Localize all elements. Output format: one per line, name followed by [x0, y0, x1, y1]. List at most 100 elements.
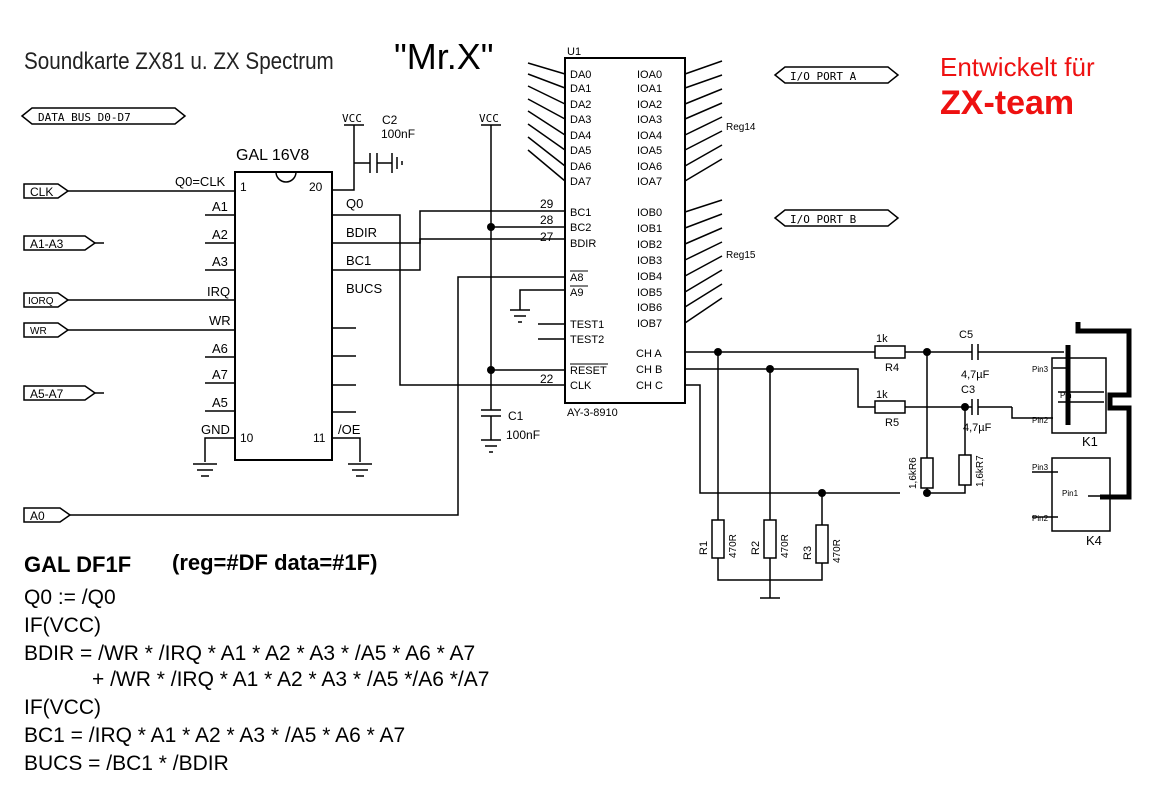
model-name: "Mr.X" — [394, 36, 494, 77]
k1-label: K1 — [1082, 434, 1098, 449]
ay-ref: U1 — [567, 46, 581, 58]
ay-pin-da1: DA1 — [570, 83, 591, 95]
gal-chip — [234, 171, 333, 461]
k1-connector — [1051, 357, 1107, 434]
r2-value: 470R — [780, 534, 791, 558]
ay-pin-iob7: IOB7 — [637, 318, 662, 330]
ay-pin-a8: A8 — [570, 272, 583, 284]
k4-pin1-label: Pin1 — [1062, 489, 1079, 498]
c1-value: 100nF — [506, 428, 540, 442]
equation-line: BDIR = /WR * /IRQ * A1 * A2 * A3 * /A5 *… — [24, 642, 476, 665]
a1-a3-label: A1-A3 — [30, 237, 64, 251]
r1-ref: R1 — [698, 541, 710, 555]
ay-pin-a9: A9 — [570, 287, 583, 299]
a5-a7-label: A5-A7 — [30, 387, 64, 401]
gal-pin-a3: A3 — [212, 254, 228, 269]
io-port-b-tag — [773, 209, 900, 227]
vcc-label-2: VCC — [479, 112, 499, 125]
equation-line: IF(VCC) — [24, 696, 101, 719]
clk-label: CLK — [30, 185, 53, 199]
gal-pin-irq: IRQ — [207, 284, 230, 299]
ay-pin-da2: DA2 — [570, 99, 591, 111]
k1-pin2-label: Pin2 — [1032, 416, 1049, 425]
ay-pin-bdir: BDIR — [570, 238, 596, 250]
ay-3-8910-chip — [564, 57, 686, 404]
ay-pin-da6: DA6 — [570, 161, 591, 173]
r6-label: 1,6kR6 — [908, 457, 919, 489]
gal-pin-q0-clk: Q0=CLK — [175, 174, 226, 189]
ay-ch-b: CH B — [636, 364, 662, 376]
ay-pin-iob0: IOB0 — [637, 207, 662, 219]
ay-ch-a: CH A — [636, 348, 662, 360]
ay-pin-reset: RESET — [570, 365, 607, 377]
k1-pin-label: Pin — [1060, 391, 1072, 400]
gal-pin-gnd: GND — [201, 422, 230, 437]
a5-a7-tag — [23, 385, 97, 401]
r4-ref: R4 — [885, 362, 899, 374]
r2-ref: R2 — [750, 541, 762, 555]
r1-value: 470R — [728, 534, 739, 558]
r5-ref: R5 — [885, 417, 899, 429]
reg15-label: Reg15 — [726, 250, 756, 261]
ay-pin-num-28: 28 — [540, 213, 554, 227]
wr-tag — [23, 322, 70, 338]
r4-value: 1k — [876, 333, 888, 345]
ay-pin-da4: DA4 — [570, 130, 591, 142]
ay-pin-iob5: IOB5 — [637, 287, 662, 299]
ay-pin-clk: CLK — [570, 380, 592, 392]
io-port-a-tag — [773, 66, 900, 84]
gal-pin-wr: WR — [209, 313, 231, 328]
wr-label: WR — [30, 326, 47, 337]
equation-line: IF(VCC) — [24, 614, 101, 637]
ay-ch-c: CH C — [636, 380, 663, 392]
equation-line: Q0 := /Q0 — [24, 586, 116, 609]
gal-out-oe: /OE — [338, 422, 361, 437]
ay-pin-ioa6: IOA6 — [637, 161, 662, 173]
developed-for-label: Entwickelt für — [940, 52, 1095, 82]
ay-pin-num-27: 27 — [540, 230, 554, 244]
a0-label: A0 — [30, 509, 45, 523]
ay-pin-ioa4: IOA4 — [637, 130, 662, 142]
gal-out-bc1: BC1 — [346, 253, 371, 268]
data-bus-tag — [20, 107, 187, 125]
team-name: ZX-team — [940, 84, 1075, 122]
iorq-tag — [23, 292, 70, 308]
gal-pin-a1: A1 — [212, 199, 228, 214]
gal-equations-heading: GAL DF1F — [24, 552, 132, 577]
k4-pin3-label: Pin3 — [1032, 463, 1049, 472]
ay-pin-iob6: IOB6 — [637, 302, 662, 314]
gal-pin-a2: A2 — [212, 227, 228, 242]
r3-ref: R3 — [802, 546, 814, 560]
ay-pin-ioa5: IOA5 — [637, 145, 662, 157]
gal-reg-info: (reg=#DF data=#1F) — [172, 550, 378, 575]
ay-pin-bc1: BC1 — [570, 207, 591, 219]
c2-ref: C2 — [382, 113, 398, 127]
c5-ref: C5 — [959, 329, 973, 341]
k1-pin3-label: Pin3 — [1032, 365, 1049, 374]
c1-ref: C1 — [508, 409, 524, 423]
ay-pin-ioa3: IOA3 — [637, 114, 662, 126]
r7-label: 1,6kR7 — [975, 455, 986, 487]
io-port-b-label: I/O PORT B — [790, 213, 857, 226]
schematic-title: Soundkarte ZX81 u. ZX Spectrum — [24, 48, 334, 75]
c5-value: 4,7µF — [961, 369, 990, 381]
gal-pin-a5: A5 — [212, 395, 228, 410]
ay-pin-ioa0: IOA0 — [637, 69, 662, 81]
r5-value: 1k — [876, 389, 888, 401]
equation-line: + /WR * /IRQ * A1 * A2 * A3 * /A5 */A6 *… — [92, 668, 490, 691]
ay-pin-ioa2: IOA2 — [637, 99, 662, 111]
k4-label: K4 — [1086, 533, 1102, 548]
ay-pin-da0: DA0 — [570, 69, 591, 81]
gal-pin-10: 10 — [240, 431, 254, 445]
ay-part-name: AY-3-8910 — [567, 407, 618, 419]
ay-pin-iob1: IOB1 — [637, 223, 662, 235]
c2-value: 100nF — [381, 127, 415, 141]
ay-pin-test2: TEST2 — [570, 334, 604, 346]
gal-name: GAL 16V8 — [236, 147, 309, 164]
gal-pin-a6: A6 — [212, 341, 228, 356]
gal-out-bdir: BDIR — [346, 225, 377, 240]
clk-tag — [23, 183, 70, 199]
gal-pin-11: 11 — [313, 431, 326, 445]
equation-line: BC1 = /IRQ * A1 * A2 * A3 * /A5 * A6 * A… — [24, 724, 406, 747]
